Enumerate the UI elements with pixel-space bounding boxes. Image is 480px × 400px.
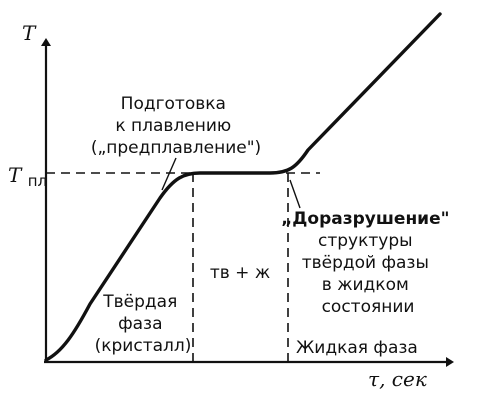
pre-melting-annotation: Подготовка к плавлению („предплавление") — [91, 94, 261, 158]
pre-melting-line-1: Подготовка — [121, 94, 226, 114]
melting-temp-subscript: пл — [28, 172, 47, 190]
solid-phase-label: Твёрдая фаза (кристалл) — [95, 292, 192, 356]
x-axis-label: τ, сек — [368, 367, 427, 391]
destruction-line-3: твёрдой фазы — [302, 253, 429, 273]
solid-phase-line-2: фаза — [118, 314, 162, 334]
pre-melting-pointer — [161, 157, 177, 191]
destruction-line-2: структуры — [318, 231, 413, 251]
destruction-annotation: „Доразрушение" структуры твёрдой фазы в … — [281, 209, 455, 317]
solid-phase-line-1: Твёрдая — [102, 292, 177, 312]
solid-phase-line-3: (кристалл) — [95, 336, 192, 356]
destruction-line-1: „Доразрушение" — [281, 209, 449, 229]
y-axis-label: T — [22, 21, 37, 45]
pre-melting-line-2: к плавлению — [115, 116, 231, 136]
heating-curve — [44, 12, 442, 362]
melting-temp-label: T пл — [8, 163, 47, 190]
destruction-line-4: в жидком — [322, 275, 409, 295]
melting-temp-symbol: T — [8, 163, 23, 187]
pre-melting-line-3: („предплавление") — [91, 138, 261, 158]
mixed-phase-label: тв + ж — [210, 263, 270, 283]
destruction-pointer — [289, 179, 301, 209]
liquid-phase-label: Жидкая фаза — [296, 338, 418, 358]
destruction-line-5: состоянии — [322, 297, 415, 317]
